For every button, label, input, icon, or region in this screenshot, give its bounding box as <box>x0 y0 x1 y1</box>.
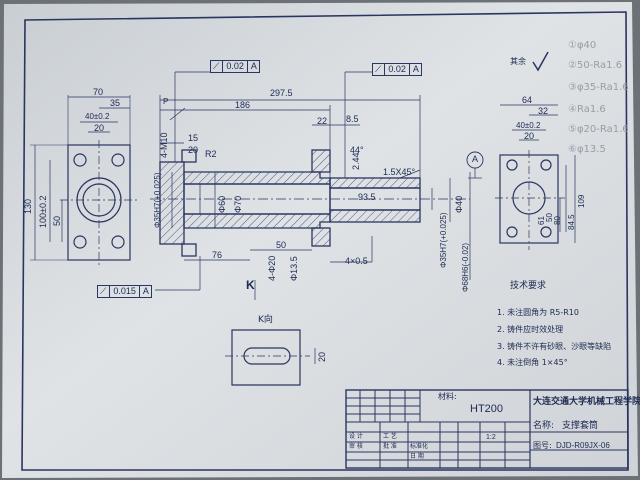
left-dim-50: 50 <box>52 215 62 226</box>
dim-186: 186 <box>235 100 251 110</box>
dim-phi68h6: Φ68H6(-0.02) <box>461 242 470 292</box>
right-dim-80: 80 <box>553 216 562 225</box>
right-dim-20: 20 <box>524 131 535 141</box>
dim-2-44: 2.44 <box>351 152 361 170</box>
left-dim-40: 40±0.2 <box>85 112 110 121</box>
drawing-border <box>21 11 629 471</box>
k-view <box>225 329 316 386</box>
pencil-note-6: ⑥φ13.5 <box>568 144 606 155</box>
row-label-date: 日 期 <box>410 453 424 460</box>
row-label-review: 审 核 <box>349 443 363 450</box>
angle-44: 44° <box>350 145 364 155</box>
material-value: HT200 <box>470 403 504 415</box>
radius-r2: R2 <box>205 149 217 159</box>
chamfer-1-5x45: 1.5X45° <box>383 167 416 177</box>
row-label-process: 工 艺 <box>383 433 397 440</box>
right-dim-84-5: 84.5 <box>567 214 576 230</box>
part-name: 支撑套筒 <box>562 421 599 431</box>
dim-phi35h7: Φ35H7(+0.025) <box>153 172 162 228</box>
dim-phi60: Φ60 <box>217 195 227 213</box>
tolerance-datum: A <box>142 286 149 296</box>
dim-20: 20 <box>188 145 199 155</box>
runout-symbol-icon: ⟋ <box>213 61 220 71</box>
left-dim-100: 100±0.2 <box>38 195 48 228</box>
pencil-note-5: ⑤φ20-Ra1.6 <box>568 124 629 135</box>
left-end-view <box>30 95 140 265</box>
k-view-dim-20: 20 <box>317 351 327 362</box>
material-label: 材料: <box>438 392 457 401</box>
drawing-no-label: 图号: <box>533 441 552 450</box>
tolerance-frame-top-left: ⟋ 0.02 A <box>210 60 260 73</box>
pencil-note-3: ③φ35-Ra1.6 <box>568 82 629 93</box>
note-item-3: 3. 铸件不许有砂眼、沙眼等缺陷 <box>497 342 612 351</box>
thread-4-m10: 4-M10 <box>159 132 169 158</box>
drawing-no: DJD-R09JX-06 <box>556 441 610 450</box>
pencil-note-4: ④Ra1.6 <box>568 104 606 115</box>
right-end-view <box>495 104 576 250</box>
dim-93-5: 93.5 <box>358 192 376 202</box>
dim-76: 76 <box>212 250 223 260</box>
tolerance-value: 0.02 <box>226 61 244 71</box>
roughness-symbol <box>532 51 549 72</box>
dim-phi40-right: Φ40 <box>454 195 464 213</box>
school-name: 大连交通大学机械工程学院 <box>533 397 640 407</box>
right-dim-64: 64 <box>522 95 533 105</box>
note-item-2: 2. 铸件应时效处理 <box>497 325 564 334</box>
dim-297-5: 297.5 <box>270 88 293 98</box>
datum-a-label: A <box>472 154 479 164</box>
pencil-note-1: ①φ40 <box>568 40 597 51</box>
row-label-approve: 批 准 <box>383 443 397 450</box>
notes-title: 技术要求 <box>510 281 547 291</box>
left-dim-130: 130 <box>23 198 33 214</box>
title-block <box>345 389 629 469</box>
roughness-note: 其余 <box>510 57 526 66</box>
scale: 1:2 <box>486 434 496 441</box>
dim-4-phi20: 4-Φ20 <box>267 255 277 281</box>
dim-4x0-5: 4×0.5 <box>345 256 368 266</box>
tolerance-value: 0.015 <box>113 286 136 296</box>
right-dim-50: 50 <box>545 213 554 222</box>
row-label-standard: 标准化 <box>410 443 429 450</box>
runout-symbol-icon: ⟋ <box>100 286 107 296</box>
left-dim-70: 70 <box>93 87 104 97</box>
right-dim-32: 32 <box>538 106 549 116</box>
row-label-design: 设 计 <box>349 433 363 440</box>
right-dim-109: 109 <box>577 194 586 208</box>
label-k-arrow: K <box>246 278 255 292</box>
runout-symbol-icon: ⟋ <box>375 64 382 74</box>
tolerance-value: 0.02 <box>388 64 406 74</box>
pencil-note-2: ②50-Ra1.6 <box>568 60 623 71</box>
dim-15: 15 <box>188 133 199 143</box>
label-p: P <box>163 97 169 106</box>
tolerance-datum: A <box>412 64 419 74</box>
tolerance-frame-bottom-left: ⟋ 0.015 A <box>97 285 152 298</box>
dim-50: 50 <box>276 240 287 250</box>
dim-8-5: 8.5 <box>346 114 359 124</box>
dim-phi70: Φ70 <box>233 195 243 213</box>
dim-phi35h7-b: Φ35H7(+0.025) <box>439 212 448 268</box>
right-dim-40: 40±0.2 <box>516 121 541 130</box>
tolerance-frame-top-right: ⟋ 0.02 A <box>372 63 422 76</box>
left-dim-20: 20 <box>94 123 105 133</box>
dim-phi13-5: Φ13.5 <box>289 256 299 281</box>
k-view-title: K向 <box>258 315 273 325</box>
note-item-4: 4. 未注倒角 1×45° <box>497 358 568 367</box>
part-name-label: 名称: <box>533 421 555 431</box>
front-section-view <box>150 71 484 300</box>
tolerance-datum: A <box>250 61 257 71</box>
note-item-1: 1. 未注圆角为 R5-R10 <box>497 308 579 317</box>
left-dim-35: 35 <box>110 98 121 108</box>
dim-22: 22 <box>317 116 328 126</box>
